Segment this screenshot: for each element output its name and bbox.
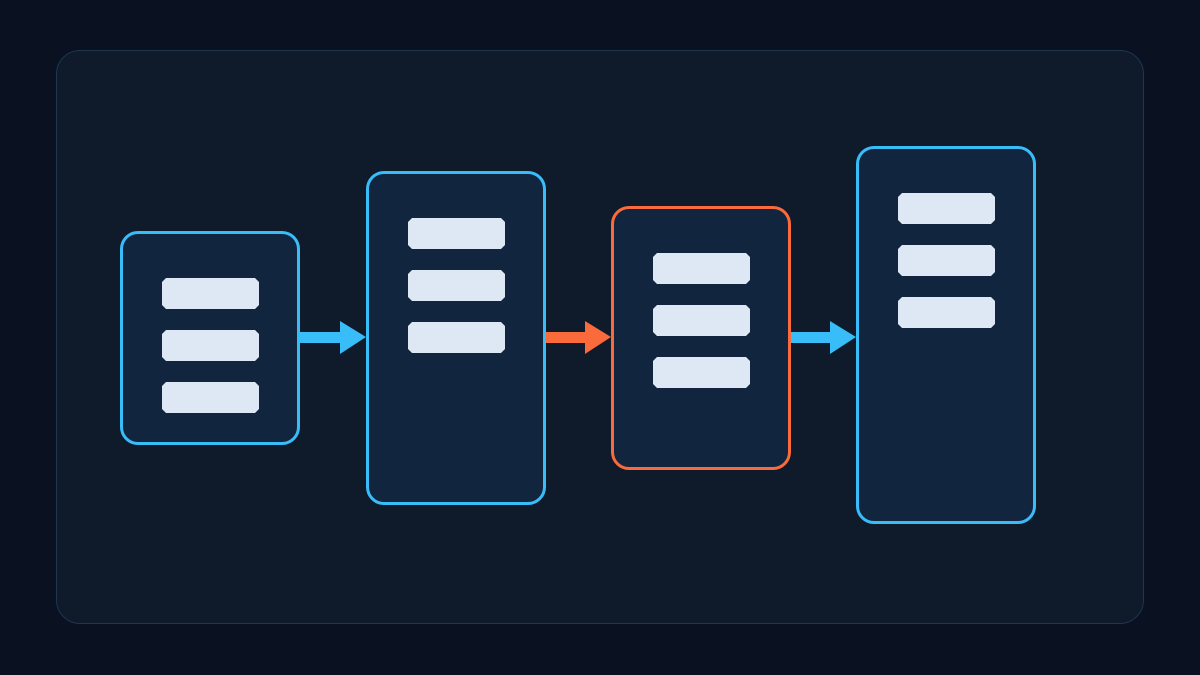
stage-2-bar-3	[408, 322, 505, 353]
stage-box-2	[366, 171, 546, 505]
stage-4-bar-2	[898, 245, 995, 276]
stage-1-bar-3	[162, 382, 259, 413]
stage-box-1	[120, 231, 300, 445]
stage-3-bar-1	[653, 253, 750, 284]
stage-1-bar-2	[162, 330, 259, 361]
stage-box-4	[856, 146, 1036, 524]
stage-4-bar-3	[898, 297, 995, 328]
stage-2-bar-1	[408, 218, 505, 249]
stage-1-bar-1	[162, 278, 259, 309]
stage-3-bar-2	[653, 305, 750, 336]
stage-3-bar-3	[653, 357, 750, 388]
stage-4-bar-1	[898, 193, 995, 224]
stage-2-bar-2	[408, 270, 505, 301]
stage-box-3-highlighted	[611, 206, 791, 470]
